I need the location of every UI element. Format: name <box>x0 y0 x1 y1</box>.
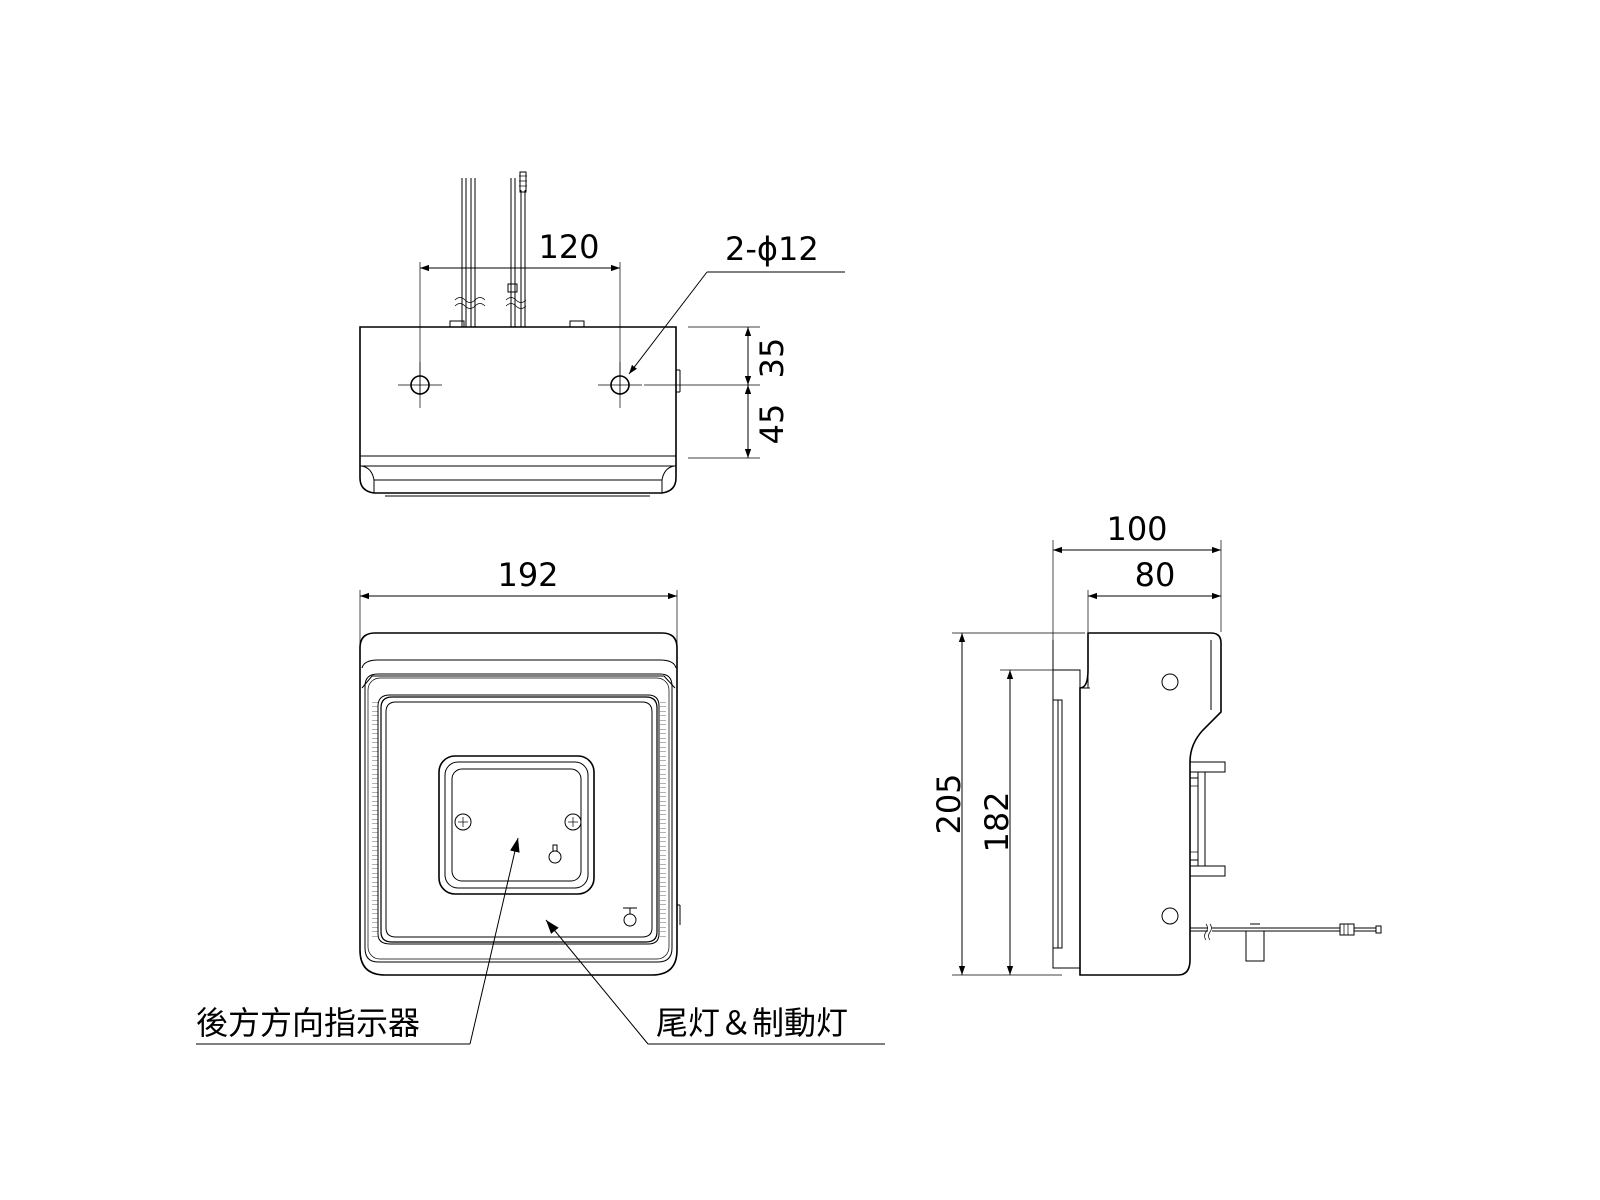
dimension-hole-spec: 2-ϕ12 <box>725 230 819 268</box>
top-view-body <box>359 326 681 497</box>
side-bracket <box>1189 761 1226 877</box>
side-cable <box>1190 923 1382 962</box>
callouts: 後方方向指示器 尾灯＆制動灯 <box>196 837 885 1045</box>
turn-signal-lens <box>438 755 595 895</box>
front-view: 192 <box>359 556 681 976</box>
side-housing <box>1079 632 1222 976</box>
dimension-hole-from-bottom: 45 <box>753 404 791 445</box>
dimension-overall-width: 192 <box>497 556 558 594</box>
dimension-lens-height: 182 <box>978 791 1016 852</box>
top-view: 120 2-ϕ12 35 45 <box>359 171 845 497</box>
label-turn-signal: 後方方向指示器 <box>196 1004 420 1042</box>
dimension-overall-depth: 100 <box>1106 510 1167 548</box>
side-view: 100 80 205 182 <box>930 510 1382 976</box>
label-tail-brake: 尾灯＆制動灯 <box>656 1004 848 1042</box>
dimension-hole-pitch: 120 <box>538 228 599 266</box>
side-screw-lower <box>1161 907 1179 925</box>
side-lens-profile <box>1052 640 1081 975</box>
cable-bundle <box>449 171 585 328</box>
dimension-hole-from-top: 35 <box>753 338 791 379</box>
front-housing <box>359 632 678 976</box>
dimension-body-depth: 80 <box>1135 556 1176 594</box>
side-screw-upper <box>1161 673 1179 691</box>
dimension-overall-height: 205 <box>930 773 968 834</box>
